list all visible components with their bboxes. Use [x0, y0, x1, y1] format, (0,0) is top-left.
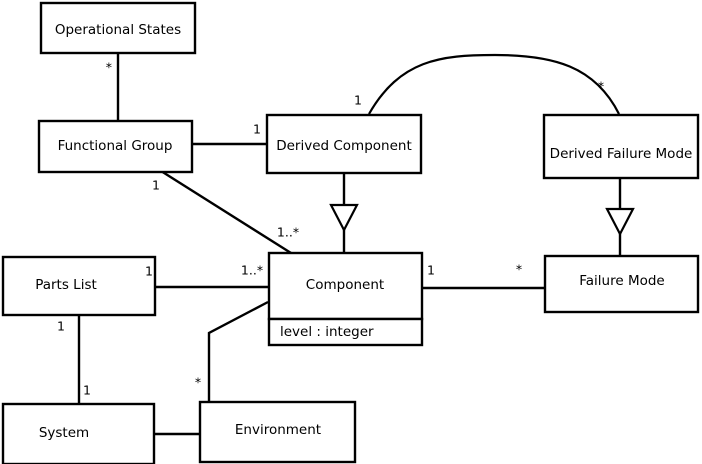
multiplicity-functional-group-component-far: 1..*	[277, 225, 299, 240]
multiplicity-functional-group-component-near: 1	[152, 178, 160, 193]
class-name-system: System	[39, 425, 89, 441]
association-derived-component-derived-failure-mode[interactable]	[368, 53, 620, 115]
class-rect-component	[267, 251, 424, 321]
multiplicity-derived-component-arc-near: 1	[354, 93, 362, 108]
class-attribute-component-level: level : integer	[280, 324, 374, 340]
class-box-derived-component[interactable]: Derived Component	[265, 113, 423, 175]
class-name-component: Component	[306, 277, 384, 293]
class-box-derived-failure-mode[interactable]: Derived Failure Mode	[542, 113, 700, 180]
class-name-functional-group: Functional Group	[58, 138, 173, 154]
class-rect-derived-component	[265, 113, 423, 175]
class-box-operational-states[interactable]: Operational States	[39, 1, 197, 55]
multiplicity-operational-states-functional-group: *	[106, 60, 112, 75]
class-name-parts-list: Parts List	[35, 277, 97, 293]
association-environment-component[interactable]	[207, 300, 269, 402]
multiplicity-functional-group-derived-component: 1	[253, 122, 261, 137]
generalization-triangle-component	[329, 203, 359, 233]
class-rect-system	[1, 402, 156, 464]
class-box-system[interactable]: System	[1, 402, 156, 464]
generalization-triangle-failure-mode	[605, 207, 635, 237]
association-functional-group-component[interactable]	[160, 169, 292, 255]
multiplicity-parts-list-component-near: 1	[145, 264, 153, 279]
class-box-functional-group[interactable]: Functional Group	[37, 119, 194, 174]
multiplicity-component-failure-mode-far: *	[516, 262, 522, 277]
multiplicity-derived-failure-mode-arc-far: *	[598, 79, 604, 94]
class-name-failure-mode: Failure Mode	[579, 273, 665, 289]
class-box-parts-list[interactable]: Parts List	[1, 255, 157, 317]
class-rect-component-attributes	[267, 317, 424, 347]
class-box-failure-mode[interactable]: Failure Mode	[543, 254, 700, 314]
multiplicity-component-failure-mode-near: 1	[427, 263, 435, 278]
class-rect-operational-states	[39, 1, 197, 55]
multiplicity-environment-component: *	[195, 375, 201, 390]
class-rect-environment	[198, 400, 357, 464]
class-rect-parts-list	[1, 255, 157, 317]
multiplicity-parts-list-system-near: 1	[57, 319, 65, 334]
class-box-environment[interactable]: Environment	[198, 400, 357, 464]
class-box-component[interactable]: Component level : integer	[267, 251, 424, 347]
class-name-operational-states: Operational States	[55, 22, 181, 38]
multiplicity-parts-list-component-far: 1..*	[241, 263, 263, 278]
class-name-derived-failure-mode: Derived Failure Mode	[550, 146, 693, 162]
class-rect-failure-mode	[543, 254, 700, 314]
class-rect-functional-group	[37, 119, 194, 174]
class-name-derived-component: Derived Component	[276, 138, 412, 154]
multiplicity-parts-list-system-far: 1	[83, 383, 91, 398]
class-name-environment: Environment	[235, 422, 321, 438]
class-rect-derived-failure-mode	[542, 113, 700, 180]
